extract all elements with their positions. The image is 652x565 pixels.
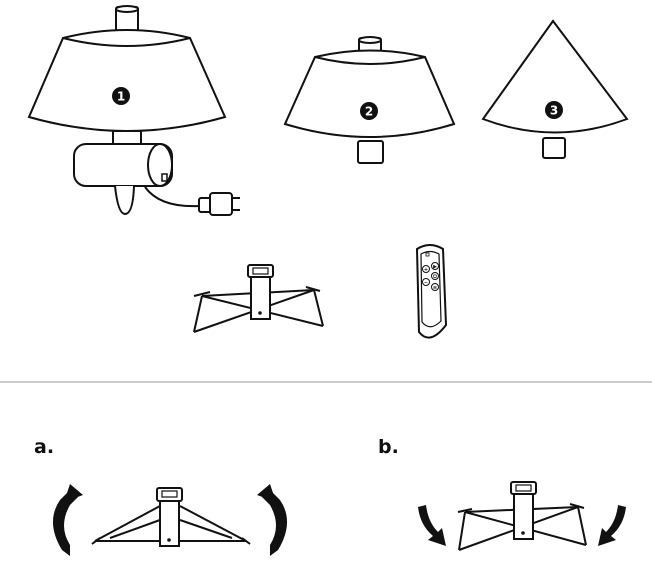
remote-button-play — [431, 262, 439, 270]
tree-stand — [193, 264, 324, 333]
fold-down-arrow-left-icon — [418, 505, 446, 546]
part-number-1-badge — [112, 87, 130, 105]
remote-control: + ▶ − ⏻ ≡ — [415, 244, 448, 339]
tree-section-2 — [283, 36, 456, 164]
step-a-label: a. — [34, 436, 54, 458]
motor-end-cap — [147, 143, 173, 187]
part-number-3: 3 — [550, 104, 558, 118]
stand-collar — [247, 264, 274, 278]
tree-section-1 — [27, 5, 240, 216]
remote-button-plus — [422, 265, 430, 273]
step-a-stand — [91, 487, 251, 547]
svg-text:+: + — [424, 267, 428, 273]
step-b-stand — [457, 481, 587, 551]
rotate-arrow-right-head — [257, 484, 276, 502]
part-number-3-badge — [545, 101, 563, 119]
section-2-bottom-pole — [357, 140, 384, 164]
remote-button-power — [431, 272, 439, 280]
svg-text:−: − — [424, 280, 428, 286]
fold-down-arrow-right-icon — [598, 505, 626, 546]
svg-text:▶: ▶ — [433, 264, 437, 270]
remote-button-mode — [431, 283, 439, 291]
tree-section-3 — [481, 19, 629, 159]
section-3-bottom-pole — [542, 137, 566, 159]
section-3-cone — [481, 19, 629, 134]
rotate-arrow-left-icon — [52, 490, 78, 556]
part-number-2-badge — [360, 102, 378, 120]
section-1-spike — [114, 185, 135, 216]
remote-button-minus — [422, 278, 430, 286]
svg-text:≡: ≡ — [433, 285, 437, 291]
step-b-label: b. — [378, 436, 399, 458]
power-cord — [144, 186, 201, 208]
rotate-arrow-right-icon — [262, 490, 288, 556]
svg-text:⏻: ⏻ — [433, 274, 437, 280]
rotate-arrow-left-head — [64, 484, 83, 502]
step-b-collar — [510, 481, 537, 495]
step-a-collar — [156, 487, 183, 502]
section-1-neck — [112, 130, 142, 146]
section-2-shade — [283, 49, 456, 138]
part-number-1: 1 — [117, 90, 125, 104]
part-number-2: 2 — [365, 105, 373, 119]
power-adapter — [209, 192, 233, 216]
section-1-shade — [27, 29, 227, 132]
top-pole-rim — [115, 5, 139, 13]
